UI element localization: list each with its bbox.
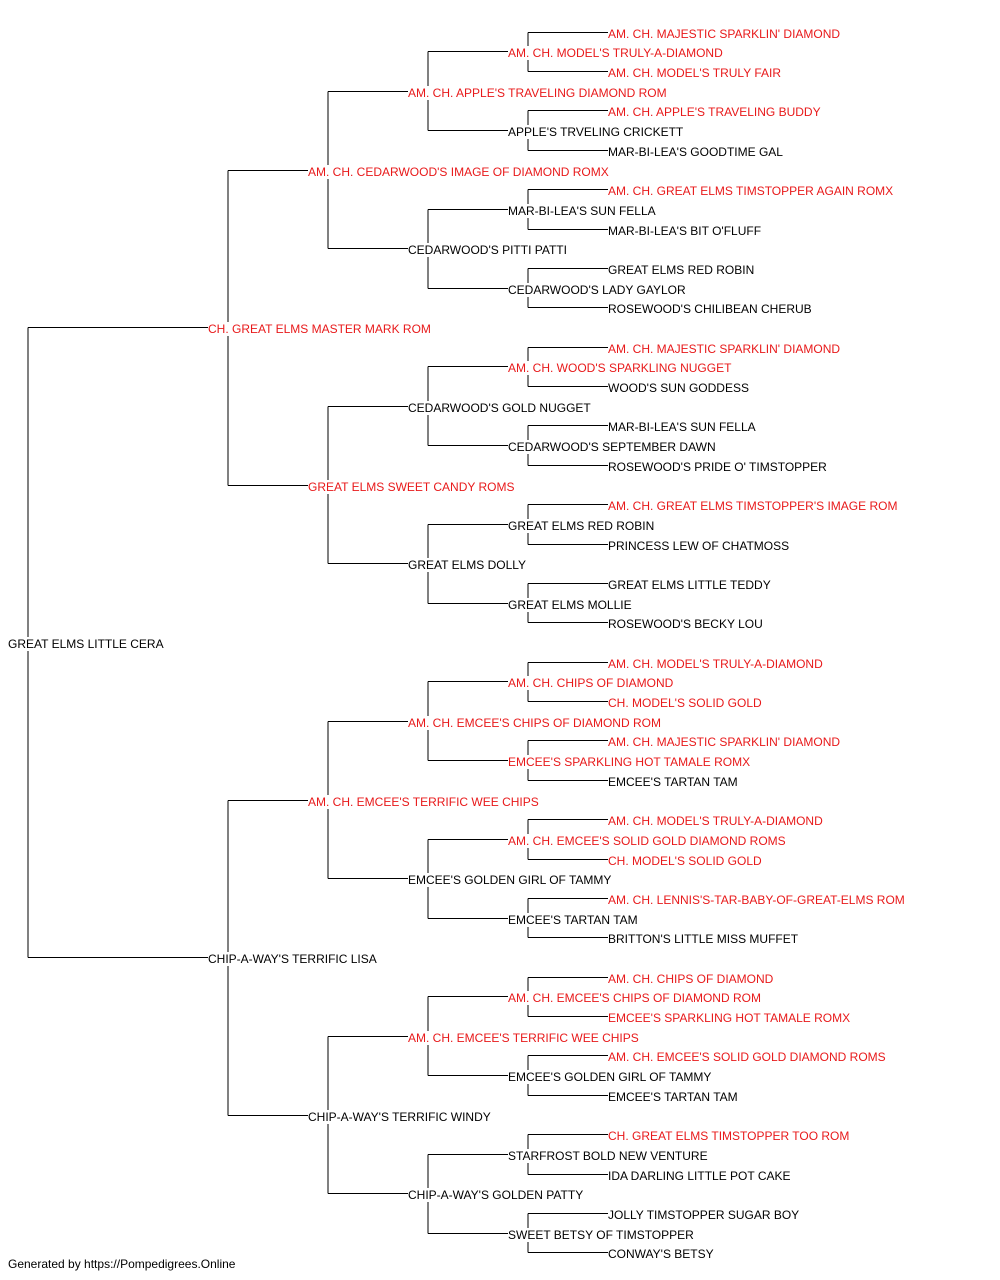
ancestor-name: IDA DARLING LITTLE POT CAKE: [608, 1169, 793, 1183]
ancestor-name: AM. CH. EMCEE'S CHIPS OF DIAMOND ROM: [408, 716, 663, 730]
ancestor-name: AM. CH. APPLE'S TRAVELING BUDDY: [608, 105, 823, 119]
ancestor-name: CH. MODEL'S SOLID GOLD: [608, 854, 764, 868]
ancestor-name: CH. GREAT ELMS MASTER MARK ROM: [208, 322, 433, 336]
ancestor-name: GREAT ELMS MOLLIE: [508, 598, 634, 612]
ancestor-name: AM. CH. MODEL'S TRULY-A-DIAMOND: [508, 46, 725, 60]
ancestor-name: AM. CH. MAJESTIC SPARKLIN' DIAMOND: [608, 27, 843, 41]
ancestor-name: GREAT ELMS LITTLE TEDDY: [608, 578, 773, 592]
ancestor-name: AM. CH. LENNIS'S-TAR-BABY-OF-GREAT-ELMS …: [608, 893, 907, 907]
ancestor-name: CEDARWOOD'S PITTI PATTI: [408, 243, 569, 257]
ancestor-name: EMCEE'S GOLDEN GIRL OF TAMMY: [508, 1070, 714, 1084]
ancestor-name: MAR-BI-LEA'S BIT O'FLUFF: [608, 224, 764, 238]
ancestor-name: WOOD'S SUN GODDESS: [608, 381, 751, 395]
ancestor-name: EMCEE'S TARTAN TAM: [608, 1090, 740, 1104]
ancestor-name: CEDARWOOD'S LADY GAYLOR: [508, 283, 688, 297]
ancestor-name: CH. MODEL'S SOLID GOLD: [608, 696, 764, 710]
ancestor-name: CH. GREAT ELMS TIMSTOPPER TOO ROM: [608, 1129, 852, 1143]
ancestor-name: STARFROST BOLD NEW VENTURE: [508, 1149, 710, 1163]
ancestor-name: EMCEE'S SPARKLING HOT TAMALE ROMX: [508, 755, 753, 769]
ancestor-name: BRITTON'S LITTLE MISS MUFFET: [608, 932, 801, 946]
ancestor-name: AM. CH. CHIPS OF DIAMOND: [508, 676, 676, 690]
ancestor-name: AM. CH. MODEL'S TRULY FAIR: [608, 66, 783, 80]
generated-by-footer: Generated by https://Pompedigrees.Online: [8, 1257, 236, 1271]
ancestor-name: ROSEWOOD'S BECKY LOU: [608, 617, 765, 631]
ancestor-name: GREAT ELMS RED ROBIN: [608, 263, 757, 277]
ancestor-name: EMCEE'S TARTAN TAM: [608, 775, 740, 789]
ancestor-name: CHIP-A-WAY'S GOLDEN PATTY: [408, 1188, 586, 1202]
ancestor-name: AM. CH. MAJESTIC SPARKLIN' DIAMOND: [608, 735, 843, 749]
ancestor-name: AM. CH. EMCEE'S SOLID GOLD DIAMOND ROMS: [608, 1050, 888, 1064]
ancestor-name: CHIP-A-WAY'S TERRIFIC LISA: [208, 952, 379, 966]
ancestor-name: GREAT ELMS RED ROBIN: [508, 519, 657, 533]
ancestor-name: AM. CH. APPLE'S TRAVELING DIAMOND ROM: [408, 86, 669, 100]
ancestor-name: MAR-BI-LEA'S SUN FELLA: [508, 204, 658, 218]
subject-dog-name: GREAT ELMS LITTLE CERA: [8, 637, 166, 651]
ancestor-name: AM. CH. WOOD'S SPARKLING NUGGET: [508, 361, 734, 375]
ancestor-name: AM. CH. GREAT ELMS TIMSTOPPER'S IMAGE RO…: [608, 499, 900, 513]
ancestor-name: AM. CH. CHIPS OF DIAMOND: [608, 972, 776, 986]
ancestor-name: CHIP-A-WAY'S TERRIFIC WINDY: [308, 1110, 493, 1124]
ancestor-name: AM. CH. MODEL'S TRULY-A-DIAMOND: [608, 657, 825, 671]
ancestor-name: APPLE'S TRVELING CRICKETT: [508, 125, 686, 139]
ancestor-name: PRINCESS LEW OF CHATMOSS: [608, 539, 792, 553]
ancestor-name: MAR-BI-LEA'S SUN FELLA: [608, 420, 758, 434]
ancestor-name: AM. CH. CEDARWOOD'S IMAGE OF DIAMOND ROM…: [308, 165, 611, 179]
ancestor-name: AM. CH. EMCEE'S SOLID GOLD DIAMOND ROMS: [508, 834, 788, 848]
ancestor-name: AM. CH. MAJESTIC SPARKLIN' DIAMOND: [608, 342, 843, 356]
ancestor-name: AM. CH. EMCEE'S TERRIFIC WEE CHIPS: [308, 795, 541, 809]
ancestor-name: EMCEE'S GOLDEN GIRL OF TAMMY: [408, 873, 614, 887]
ancestor-name: MAR-BI-LEA'S GOODTIME GAL: [608, 145, 785, 159]
ancestor-name: CEDARWOOD'S SEPTEMBER DAWN: [508, 440, 718, 454]
ancestor-name: CEDARWOOD'S GOLD NUGGET: [408, 401, 593, 415]
ancestor-name: EMCEE'S TARTAN TAM: [508, 913, 640, 927]
ancestor-name: ROSEWOOD'S PRIDE O' TIMSTOPPER: [608, 460, 829, 474]
ancestor-name: AM. CH. GREAT ELMS TIMSTOPPER AGAIN ROMX: [608, 184, 896, 198]
ancestor-name: JOLLY TIMSTOPPER SUGAR BOY: [608, 1208, 802, 1222]
ancestor-name: AM. CH. EMCEE'S TERRIFIC WEE CHIPS: [408, 1031, 641, 1045]
ancestor-name: EMCEE'S SPARKLING HOT TAMALE ROMX: [608, 1011, 853, 1025]
ancestor-name: ROSEWOOD'S CHILIBEAN CHERUB: [608, 302, 814, 316]
ancestor-name: GREAT ELMS DOLLY: [408, 558, 529, 572]
ancestor-name: AM. CH. EMCEE'S CHIPS OF DIAMOND ROM: [508, 991, 763, 1005]
ancestor-name: CONWAY'S BETSY: [608, 1247, 716, 1261]
ancestor-name: SWEET BETSY OF TIMSTOPPER: [508, 1228, 696, 1242]
ancestor-name: GREAT ELMS SWEET CANDY ROMS: [308, 480, 517, 494]
ancestor-name: AM. CH. MODEL'S TRULY-A-DIAMOND: [608, 814, 825, 828]
